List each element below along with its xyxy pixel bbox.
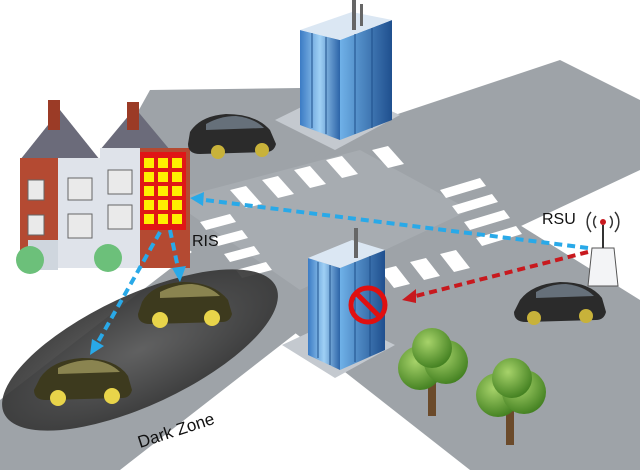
ris-to-car-link-upper — [168, 229, 186, 282]
car-icon — [188, 114, 276, 159]
rsu-to-ris-link — [190, 192, 589, 250]
building-icon — [275, 0, 400, 150]
crosswalk-south — [380, 250, 470, 288]
crosswalk-north — [230, 146, 404, 208]
ris-label: RIS — [192, 233, 219, 250]
building-icon — [282, 228, 395, 378]
car-icon — [138, 282, 232, 328]
tree-icon — [476, 358, 546, 445]
crosswalk-east — [440, 178, 522, 246]
ris-panel — [140, 152, 186, 230]
antenna-icon — [586, 211, 620, 287]
ris-to-car-link-lower — [90, 231, 162, 355]
car-icon — [34, 358, 132, 406]
rsu-label: RSU — [542, 211, 576, 228]
crosswalk-west — [200, 214, 272, 278]
intersection — [170, 150, 470, 290]
tree-icon — [398, 328, 468, 416]
car-icon — [514, 282, 606, 325]
no-entry-icon — [348, 285, 388, 325]
rsu-to-building-link — [402, 250, 589, 303]
